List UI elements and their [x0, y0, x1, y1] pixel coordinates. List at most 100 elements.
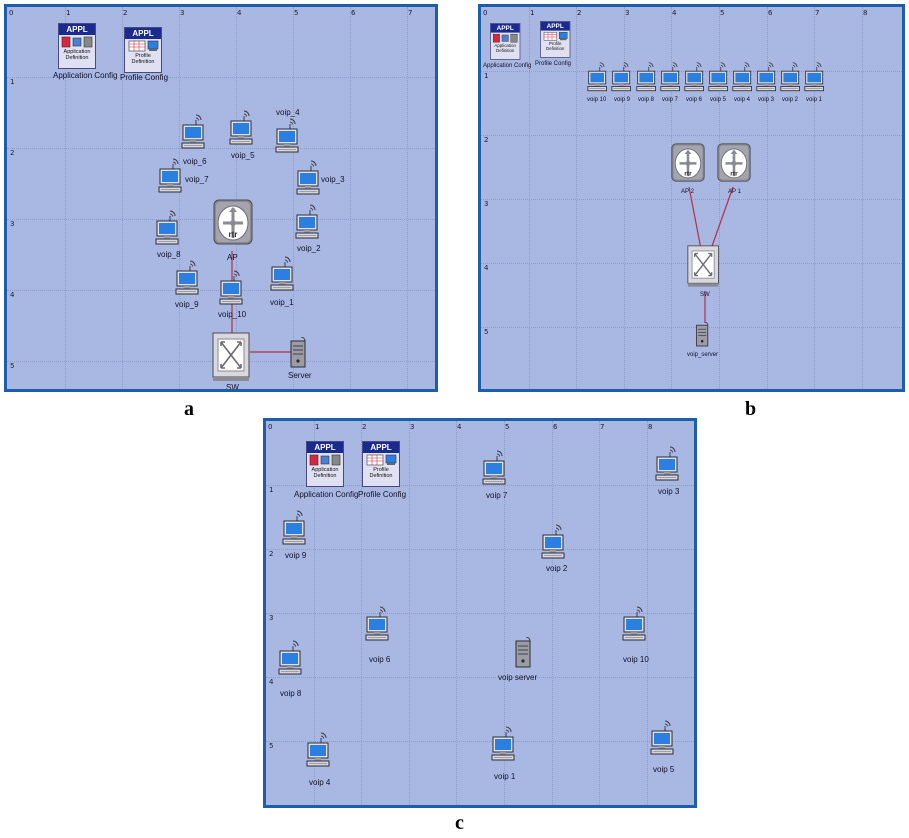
y-tick: 2	[484, 136, 488, 144]
x-tick: 5	[720, 9, 724, 17]
node-label: voip 6	[686, 97, 702, 103]
workstation-icon	[650, 719, 674, 762]
voip-node-6[interactable]	[684, 61, 704, 98]
voip-server-node[interactable]	[514, 637, 532, 674]
voip-node-10[interactable]	[219, 269, 243, 312]
workstation-icon	[158, 157, 182, 200]
node-label: voip 10	[623, 655, 649, 664]
workstation-icon	[296, 159, 320, 202]
node-label: voip 7	[486, 491, 507, 500]
appl-header: APPL	[491, 24, 520, 33]
profile-config-node[interactable]: APPL Profile Definition	[362, 441, 400, 487]
voip-node-4[interactable]	[732, 61, 752, 98]
workstation-icon	[365, 605, 389, 648]
profile-config-node[interactable]: APPL Profile Definition	[124, 27, 162, 73]
voip-node-9[interactable]	[175, 259, 199, 302]
voip-node-7[interactable]	[482, 449, 506, 492]
voip-node-2[interactable]	[780, 61, 800, 98]
voip-node-7[interactable]	[158, 157, 182, 200]
x-tick: 3	[625, 9, 629, 17]
access-point-1-node[interactable]: rtr	[717, 143, 751, 182]
link-line	[711, 187, 733, 249]
server-node[interactable]	[695, 322, 709, 352]
node-label: voip_5	[231, 151, 255, 160]
node-label: voip_8	[157, 250, 181, 259]
workstation-icon	[541, 523, 565, 566]
router-icon: rtr	[671, 143, 705, 182]
voip-node-10[interactable]	[587, 61, 607, 98]
definition-caption: Profile Definition	[541, 42, 570, 52]
application-config-node[interactable]: APPL Application Definition	[490, 23, 520, 60]
voip-node-2[interactable]	[295, 203, 319, 246]
application-definition-icon: APPL Application Definition	[306, 441, 344, 487]
node-label: AP 1	[728, 189, 741, 195]
caption-b: b	[745, 398, 756, 421]
appl-header: APPL	[307, 442, 343, 453]
voip-node-2[interactable]	[541, 523, 565, 566]
voip-node-9[interactable]	[611, 61, 631, 98]
access-point-2-node[interactable]: rtr	[671, 143, 705, 182]
node-label: voip 8	[280, 689, 301, 698]
x-tick: 7	[600, 423, 604, 431]
node-label: Profile Config	[535, 61, 571, 67]
voip-node-3[interactable]	[655, 445, 679, 488]
network-diagram-c: 0 1 2 3 4 5 6 7 8 1 2 3 4 5 APPL Applica…	[263, 418, 697, 808]
voip-node-5[interactable]	[650, 719, 674, 762]
voip-node-1[interactable]	[491, 725, 515, 768]
x-tick: 4	[237, 9, 241, 17]
voip-node-5[interactable]	[708, 61, 728, 98]
link-line	[689, 187, 701, 249]
voip-node-8[interactable]	[278, 639, 302, 682]
router-label: rtr	[213, 230, 253, 239]
definition-caption: Profile Definition	[363, 467, 399, 479]
caption-a: a	[184, 398, 194, 421]
voip-node-4[interactable]	[275, 117, 299, 160]
definition-caption: Application Definition	[491, 44, 520, 54]
voip-node-5[interactable]	[229, 109, 253, 152]
voip-node-6[interactable]	[181, 113, 205, 156]
workstation-icon	[655, 445, 679, 488]
voip-node-3[interactable]	[756, 61, 776, 98]
workstation-icon	[295, 203, 319, 246]
voip-node-1[interactable]	[804, 61, 824, 98]
voip-node-3[interactable]	[296, 159, 320, 202]
voip-node-6[interactable]	[365, 605, 389, 648]
profile-definition-icon: APPL Profile Definition	[124, 27, 162, 73]
workstation-icon	[155, 209, 179, 252]
x-tick: 3	[180, 9, 184, 17]
node-label: Profile Config	[120, 73, 168, 82]
x-tick: 4	[457, 423, 461, 431]
x-tick: 1	[66, 9, 70, 17]
node-label: Server	[288, 371, 312, 380]
workstation-icon	[780, 61, 800, 98]
workstation-icon	[219, 269, 243, 312]
y-tick: 5	[10, 362, 14, 370]
voip-node-4[interactable]	[306, 731, 330, 774]
voip-node-9[interactable]	[282, 509, 306, 552]
application-definition-icon: APPL Application Definition	[58, 23, 96, 69]
access-point-node[interactable]: rtr	[213, 199, 253, 245]
voip-node-8[interactable]	[636, 61, 656, 98]
y-tick: 4	[269, 678, 273, 686]
network-diagram-b: 0 1 2 3 4 5 6 7 8 1 2 3 4 5 APPL Applica…	[478, 4, 905, 392]
server-node[interactable]	[289, 337, 307, 374]
workstation-icon	[278, 639, 302, 682]
application-config-node[interactable]: APPL Application Definition	[58, 23, 96, 69]
application-config-node[interactable]: APPL Application Definition	[306, 441, 344, 487]
y-tick: 5	[269, 742, 273, 750]
workstation-icon	[660, 61, 680, 98]
x-tick: 2	[577, 9, 581, 17]
voip-node-7[interactable]	[660, 61, 680, 98]
switch-node[interactable]	[212, 332, 250, 387]
x-tick: 0	[9, 9, 13, 17]
profile-config-node[interactable]: APPL Profile Definition	[540, 21, 570, 58]
workstation-icon	[306, 731, 330, 774]
voip-node-8[interactable]	[155, 209, 179, 252]
switch-node[interactable]	[687, 245, 719, 292]
voip-node-1[interactable]	[270, 255, 294, 298]
node-label: voip_server	[687, 352, 718, 358]
profile-definition-icon: APPL Profile Definition	[540, 21, 570, 58]
node-label: SW	[700, 292, 710, 298]
y-tick: 3	[10, 220, 14, 228]
voip-node-10[interactable]	[622, 605, 646, 648]
